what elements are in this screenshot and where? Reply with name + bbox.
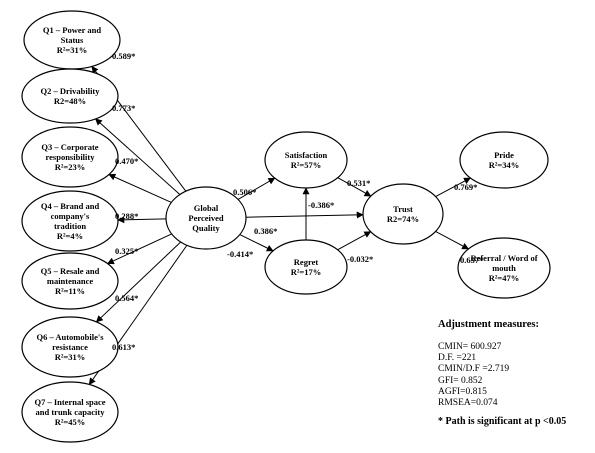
df-value: D.F. =221 (438, 353, 477, 364)
node-ellipse (362, 183, 444, 245)
node-label-line: Satisfaction (285, 150, 328, 160)
path-coefficient-trust-referral: 0.657* (460, 255, 483, 265)
node-label-line: R2=48% (54, 96, 86, 106)
cmin-value: CMIN= 600.927 (438, 342, 502, 352)
node-label-line: R²=4% (57, 231, 83, 241)
node-label-line: Q3 – Corporate (41, 142, 98, 152)
path-arrow-gpq-satisfaction (237, 177, 276, 200)
significance-note: * Path is significant at p <0.05 (438, 416, 567, 428)
path-arrow-trust-pride (435, 177, 471, 198)
node-ellipse (21, 68, 119, 124)
path-arrow-gpq-q5 (106, 233, 172, 265)
path-arrow-gpq-q3 (108, 173, 172, 203)
cmin-df-value: CMIN/D.F =2.719 (438, 364, 510, 375)
node-ellipse (21, 190, 119, 252)
node-label-line: Q1 – Power and (43, 25, 101, 35)
node-label-line: R²=45% (55, 417, 86, 427)
node-ellipse (21, 381, 119, 443)
path-coefficient-gpq-q3: 0.470* (115, 156, 138, 166)
node-label-line: R²=23% (55, 162, 86, 172)
node-label-line: Regret (294, 257, 319, 267)
node-ellipse (165, 186, 247, 250)
node-ellipse (21, 252, 119, 310)
node-label-line: Q7 – Internal space (34, 397, 105, 407)
path-coefficient-gpq-q4: 0.288* (115, 211, 138, 221)
path-coefficient-gpq-satisfaction: 0.506* (233, 187, 256, 197)
node-label-line: R²=11% (55, 286, 85, 296)
node-label-line: resistance (52, 342, 88, 352)
node-label-line: mouth (492, 263, 516, 273)
node-label-line: R²=31% (57, 45, 88, 55)
path-coefficient-regret-trust: -0.032* (347, 254, 373, 264)
path-arrow-gpq-q6 (95, 241, 182, 323)
node-label-line: R²=34% (489, 160, 520, 170)
node-label-line: Q5 – Resale and (41, 266, 100, 276)
path-coefficient-gpq-trust: 0.386* (254, 226, 277, 236)
path-coefficient-gpq-q1: 0.589* (112, 51, 135, 61)
adjustment-title: Adjustment measures: (438, 319, 540, 330)
node-ellipse (459, 131, 549, 189)
node-label-line: Global (194, 203, 219, 213)
adjustment-measures-panel: Adjustment measures: CMIN= 600.927 D.F. … (438, 319, 566, 427)
node-label-line: Trust (393, 204, 413, 214)
path-arrow-gpq-regret (239, 234, 274, 252)
path-coefficient-gpq-q7: 0.613* (112, 342, 135, 352)
node-label-line: maintenance (47, 276, 94, 286)
node-label-line: R2=74% (387, 214, 419, 224)
path-coefficient-trust-pride: 0.769* (454, 182, 477, 192)
path-coefficient-satisfaction-trust: 0.531* (347, 178, 370, 188)
path-arrow-gpq-q2 (94, 118, 181, 195)
path-arrow-trust-referral (435, 230, 470, 250)
node-label-line: R²=17% (291, 267, 322, 277)
path-arrow-regret-trust (337, 231, 372, 251)
node-label-line: Q2 – Drivability (40, 86, 100, 96)
path-coefficient-gpq-regret: -0.414* (227, 249, 253, 259)
path-coefficient-gpq-q6: 0.564* (115, 293, 138, 303)
node-label-line: company's (51, 211, 90, 221)
node-ellipse (264, 131, 348, 189)
node-label-line: responsibility (46, 152, 96, 162)
path-arrow-gpq-trust (245, 211, 364, 219)
node-label-line: and trunk capacity (36, 407, 106, 417)
node-label-line: Perceived (188, 213, 224, 223)
node-label-line: R²=57% (291, 160, 322, 170)
node-ellipse (21, 316, 119, 378)
path-arrow-satisfaction-trust (337, 177, 372, 197)
node-label-line: Q4 – Brand and (41, 201, 100, 211)
agfi-value: AGFI=0.815 (438, 386, 487, 397)
node-label-line: Q6 – Automobile's (36, 332, 104, 342)
node-label-line: Referral / Word of (470, 253, 537, 263)
path-coefficient-regret-satisfaction: -0.386* (308, 200, 334, 210)
node-label-line: R²=31% (55, 352, 86, 362)
path-coefficient-gpq-q5: 0.325* (115, 246, 138, 256)
node-label-line: tradition (54, 221, 86, 231)
node-label-line: Status (61, 35, 84, 45)
node-ellipse (457, 237, 551, 299)
path-arrow-gpq-q4 (117, 216, 167, 224)
node-ellipse (21, 126, 119, 188)
path-coefficient-gpq-q2: 0.773* (112, 103, 135, 113)
node-label-line: Quality (192, 223, 220, 233)
rmsea-value: RMSEA=0.074 (438, 398, 498, 409)
gfi-value: GFI= 0.852 (438, 375, 483, 386)
node-label-line: Pride (494, 150, 514, 160)
node-ellipse (264, 239, 348, 295)
node-label-line: R²=47% (489, 273, 520, 283)
